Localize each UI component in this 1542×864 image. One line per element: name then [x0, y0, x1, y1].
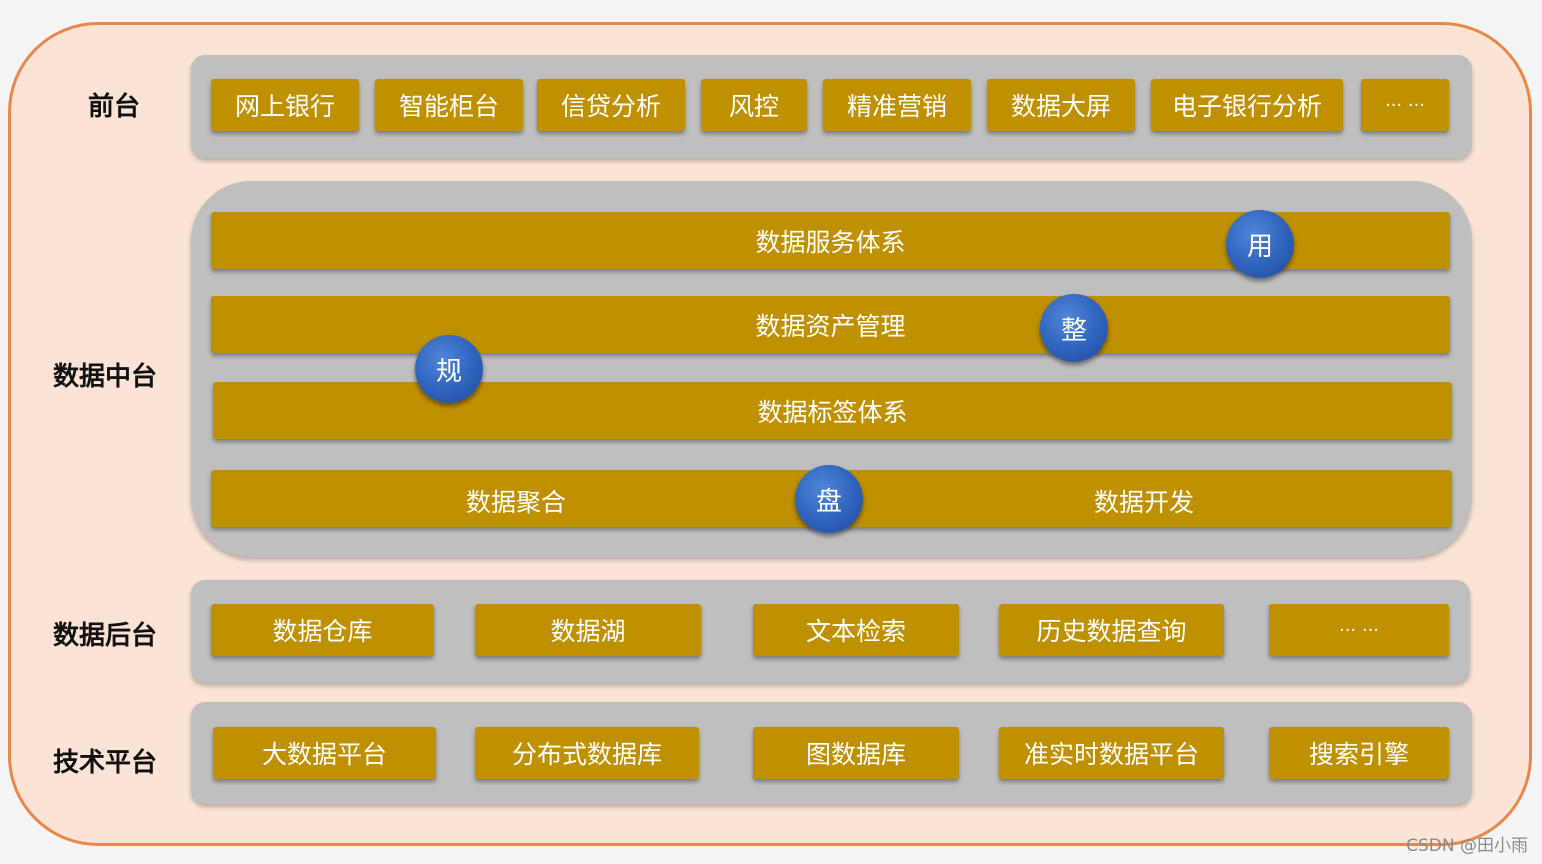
- tech-item-near-realtime-platform: 准实时数据平台: [999, 727, 1224, 779]
- layer-label-front: 前台: [88, 92, 141, 122]
- back-item-more: ··· ···: [1269, 604, 1449, 656]
- tech-item-big-data-platform: 大数据平台: [213, 727, 436, 779]
- back-item-history-query: 历史数据查询: [999, 604, 1224, 656]
- badge-regulate: 规: [415, 335, 483, 403]
- front-item-smart-counter: 智能柜台: [375, 79, 523, 131]
- bar-data-tag-system: 数据标签体系: [213, 382, 1452, 439]
- badge-organize: 整: [1040, 294, 1108, 362]
- watermark: CSDN @田小雨: [1406, 836, 1528, 856]
- front-item-online-banking: 网上银行: [211, 79, 359, 131]
- back-item-text-search: 文本检索: [753, 604, 959, 656]
- layer-label-back: 数据后台: [53, 621, 158, 651]
- front-item-ebank-analysis: 电子银行分析: [1151, 79, 1343, 131]
- front-item-credit-analysis: 信贷分析: [537, 79, 685, 131]
- layer-label-middle: 数据中台: [53, 362, 158, 392]
- tech-item-search-engine: 搜索引擎: [1269, 727, 1449, 779]
- back-item-data-lake: 数据湖: [475, 604, 701, 656]
- front-item-more: ··· ···: [1361, 79, 1449, 131]
- badge-inventory: 盘: [795, 465, 863, 533]
- bar-label-data-aggregation: 数据聚合: [465, 488, 567, 517]
- front-item-data-screen: 数据大屏: [987, 79, 1135, 131]
- tech-item-graph-db: 图数据库: [753, 727, 959, 779]
- front-item-precision-marketing: 精准营销: [823, 79, 971, 131]
- layer-label-tech: 技术平台: [53, 748, 158, 778]
- tech-item-distributed-db: 分布式数据库: [475, 727, 699, 779]
- badge-use: 用: [1226, 210, 1294, 278]
- front-item-risk-control: 风控: [701, 79, 807, 131]
- bar-data-asset-management: 数据资产管理: [211, 296, 1450, 353]
- back-item-data-warehouse: 数据仓库: [211, 604, 434, 656]
- bar-label-data-development: 数据开发: [1093, 488, 1195, 517]
